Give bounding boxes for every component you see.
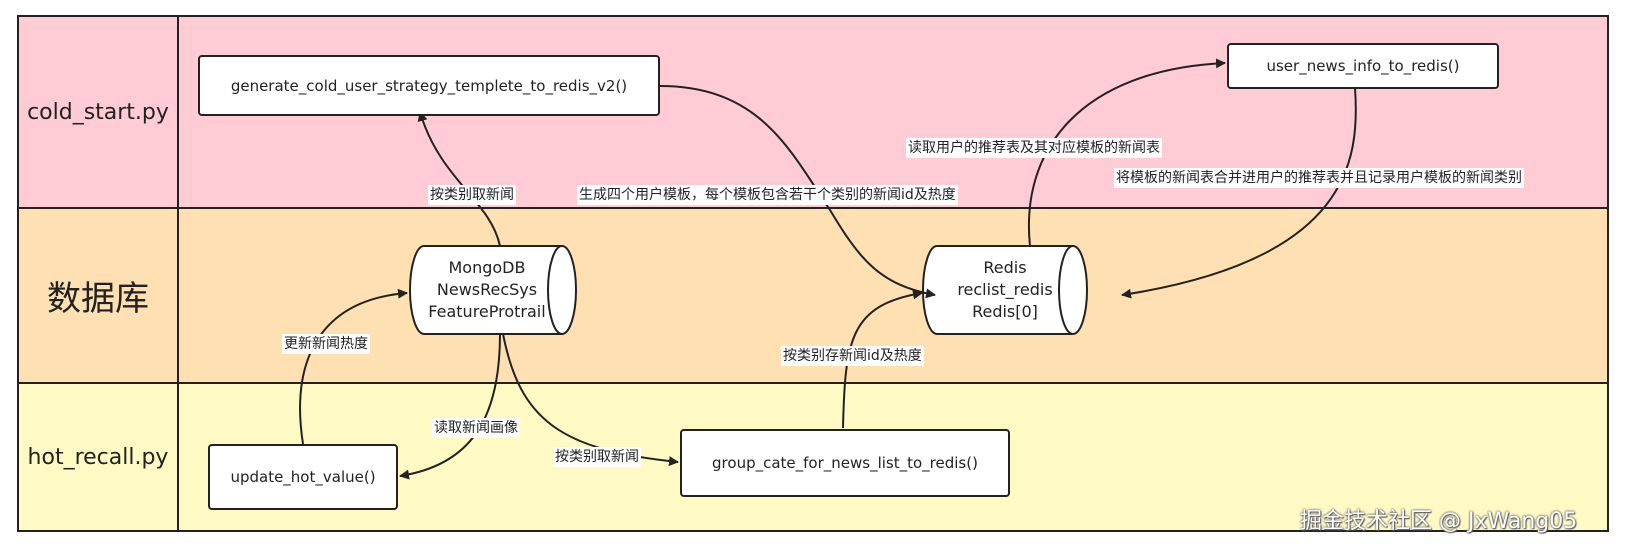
mongodb-line-2: NewsRecSys (436, 280, 538, 299)
redis-line-1: Redis (983, 258, 1027, 277)
node-user-news-info-to-redis: user_news_info_to_redis() (1227, 43, 1499, 89)
edge-label-fetch-by-category-bottom: 按类别取新闻 (553, 447, 641, 467)
mongodb-line-3: FeatureProtrail (428, 302, 546, 321)
redis-line-2: reclist_redis (957, 280, 1053, 299)
mongodb-label: MongoDB NewsRecSys FeatureProtrail (412, 246, 562, 334)
lane-label-hot-recall: hot_recall.py (27, 444, 169, 470)
redis-label: Redis reclist_redis Redis[0] (937, 246, 1073, 334)
edge-redis-to-user-news-info (1028, 58, 1226, 247)
edge-label-store-by-category: 按类别存新闻id及热度 (781, 346, 924, 366)
edge-group-cate-to-redis (842, 289, 923, 429)
node-update-hot-value: update_hot_value() (208, 444, 398, 510)
edge-label-read-user-rec: 读取用户的推荐表及其对应模板的新闻表 (906, 138, 1162, 158)
lane-label-database: 数据库 (47, 279, 149, 319)
node-generate-cold-user-strategy: generate_cold_user_strategy_templete_to_… (198, 55, 660, 116)
node-group-cate-for-news-list: group_cate_for_news_list_to_redis() (680, 429, 1010, 497)
edge-user-news-info-to-redis (1121, 87, 1357, 299)
watermark: 掘金技术社区 @ JxWang05 (1300, 509, 1578, 534)
edge-label-fetch-by-category-top: 按类别取新闻 (428, 185, 516, 205)
mongodb-line-1: MongoDB (448, 258, 526, 277)
redis-line-3: Redis[0] (972, 302, 1038, 321)
lane-label-cold-start: cold_start.py (27, 99, 169, 125)
edge-label-merge-templates: 将模板的新闻表合并进用户的推荐表并且记录用户模板的新闻类别 (1114, 168, 1524, 188)
lane-content-border (177, 15, 1609, 532)
mongodb-cylinder (409, 245, 577, 335)
redis-cylinder (922, 245, 1088, 335)
edge-label-generate-templates: 生成四个用户模板，每个模板包含若干个类别的新闻id及热度 (577, 185, 958, 205)
edge-label-read-profile: 读取新闻画像 (432, 418, 520, 438)
edge-label-update-hotness: 更新新闻热度 (282, 334, 370, 354)
